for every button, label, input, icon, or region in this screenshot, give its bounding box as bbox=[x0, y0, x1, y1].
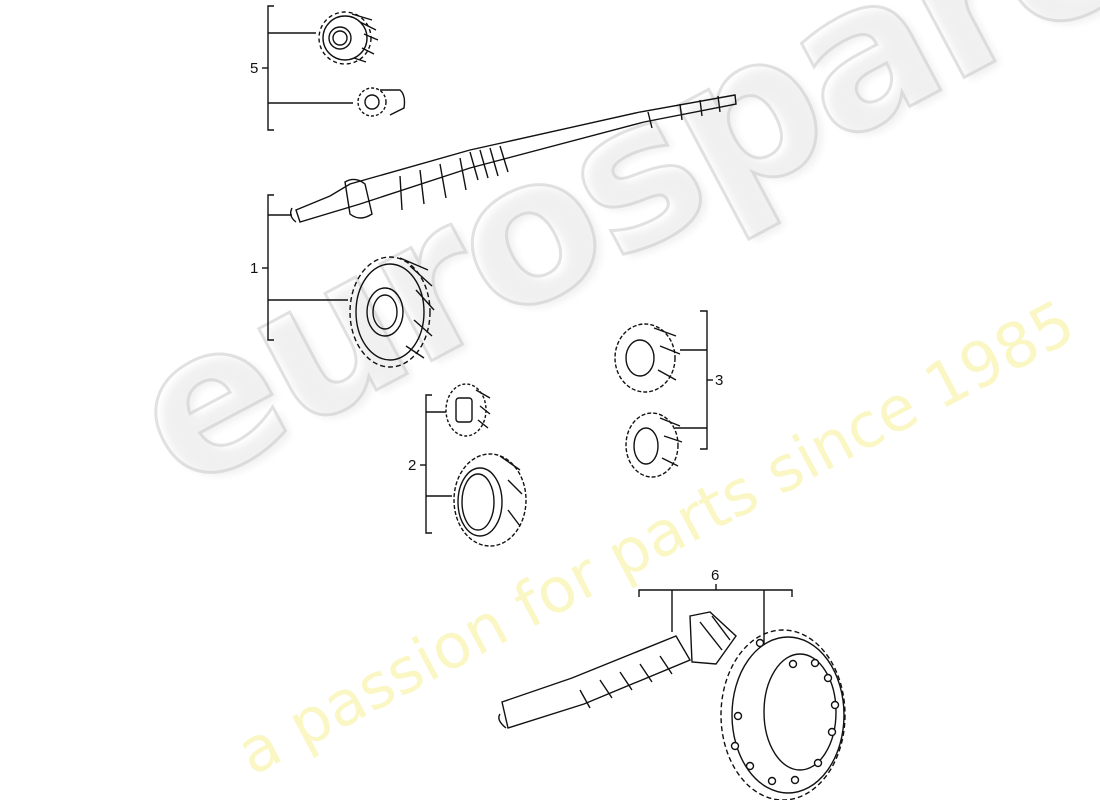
bracket-2 bbox=[420, 394, 452, 534]
main-shaft-icon bbox=[289, 94, 737, 223]
callout-3[interactable]: 3 bbox=[715, 372, 724, 389]
callout-2[interactable]: 2 bbox=[408, 457, 417, 474]
drive-pinion-shaft-icon bbox=[498, 611, 737, 729]
callout-5[interactable]: 5 bbox=[250, 60, 259, 77]
callout-6[interactable]: 6 bbox=[711, 567, 720, 584]
large-gear-icon bbox=[349, 256, 435, 368]
helical-gear-icon bbox=[625, 412, 683, 478]
bracket-6 bbox=[638, 584, 793, 644]
splined-gear-icon bbox=[445, 383, 491, 437]
callout-1[interactable]: 1 bbox=[250, 260, 259, 277]
helical-gear-icon bbox=[614, 323, 681, 393]
gear-icon bbox=[318, 11, 379, 65]
bracket-3 bbox=[675, 310, 713, 450]
pinion-gear-icon bbox=[357, 87, 406, 117]
synchro-gear-icon bbox=[453, 453, 527, 547]
bracket-1 bbox=[262, 194, 348, 341]
ring-gear-icon bbox=[720, 629, 846, 800]
bracket-5 bbox=[262, 5, 353, 131]
